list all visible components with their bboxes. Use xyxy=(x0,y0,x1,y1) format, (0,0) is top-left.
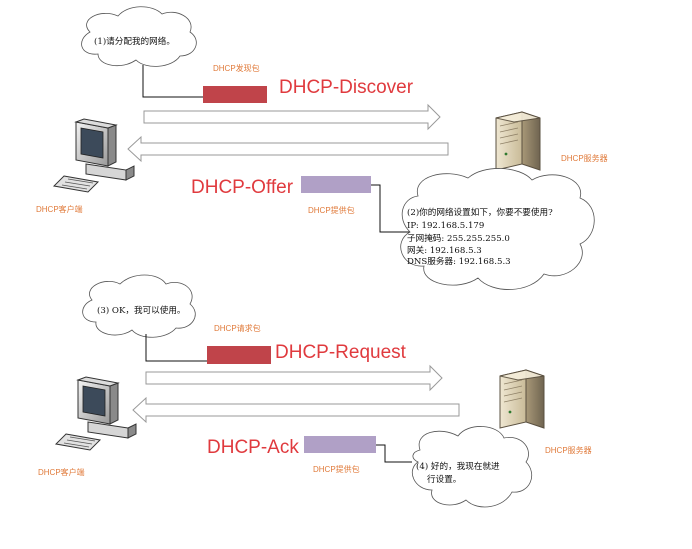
offer-small-label: DHCP提供包 xyxy=(308,205,355,215)
discover-small-label: DHCP发现包 xyxy=(213,63,260,73)
discover-connector-line xyxy=(142,65,203,98)
arrow-to-client-2 xyxy=(132,396,460,424)
request-bubble-text: (1)请分配我的网络。 xyxy=(94,35,175,47)
client-caption-bottom: DHCP客户端 xyxy=(38,467,85,477)
ack-connector-line xyxy=(376,444,412,463)
ack-bubble-text: (4) 好的，我现在就进 行设置。 xyxy=(416,460,500,485)
request-cloud-bubble xyxy=(81,6,197,67)
server-icon xyxy=(495,111,541,171)
svg-text:IP: 192.168.5.179: IP: 192.168.5.179 xyxy=(407,221,484,231)
request-big-label: DHCP-Request xyxy=(275,342,407,363)
server-caption-bottom: DHCP服务器 xyxy=(545,445,592,455)
discover-packet xyxy=(203,86,267,103)
request-small-label: DHCP请求包 xyxy=(214,323,261,333)
discover-big-label: DHCP-Discover xyxy=(279,77,414,98)
offer-bubble-text: (2)你的网络设置如下，你要不要使用? IP: 192.168.5.179 子网… xyxy=(407,206,553,267)
server-caption-top: DHCP服务器 xyxy=(561,153,608,163)
ack-cloud-bubble xyxy=(412,426,532,508)
server-icon-2 xyxy=(499,369,545,429)
offer-connector-line xyxy=(371,184,410,233)
svg-text:网关: 192.168.5.3: 网关: 192.168.5.3 xyxy=(407,244,482,256)
arrow-to-server-2 xyxy=(145,364,443,392)
arrow-to-server xyxy=(143,103,441,131)
svg-text:DNS服务器: 192.168.5.3: DNS服务器: 192.168.5.3 xyxy=(407,255,511,267)
ack-small-label: DHCP提供包 xyxy=(313,464,360,474)
ok-cloud-bubble xyxy=(82,274,196,338)
offer-packet xyxy=(301,176,371,193)
request-connector-line xyxy=(145,334,207,362)
ok-bubble-text: (3) OK，我可以使用。 xyxy=(97,304,186,316)
svg-text:行设置。: 行设置。 xyxy=(427,473,461,485)
svg-text:(2)你的网络设置如下，你要不要使用?: (2)你的网络设置如下，你要不要使用? xyxy=(407,206,553,218)
svg-text:(4) 好的，我现在就进: (4) 好的，我现在就进 xyxy=(416,460,500,472)
client-computer-icon-2 xyxy=(55,376,137,451)
ack-packet xyxy=(304,436,376,453)
arrow-to-client xyxy=(127,135,449,163)
offer-big-label: DHCP-Offer xyxy=(191,177,294,198)
svg-text:子网掩码: 255.255.255.0: 子网掩码: 255.255.255.0 xyxy=(407,232,510,244)
ack-big-label: DHCP-Ack xyxy=(207,437,299,458)
request-packet xyxy=(207,346,271,364)
offer-cloud-bubble xyxy=(400,168,595,290)
client-caption-top: DHCP客户端 xyxy=(36,204,83,214)
client-computer-icon xyxy=(53,118,135,193)
